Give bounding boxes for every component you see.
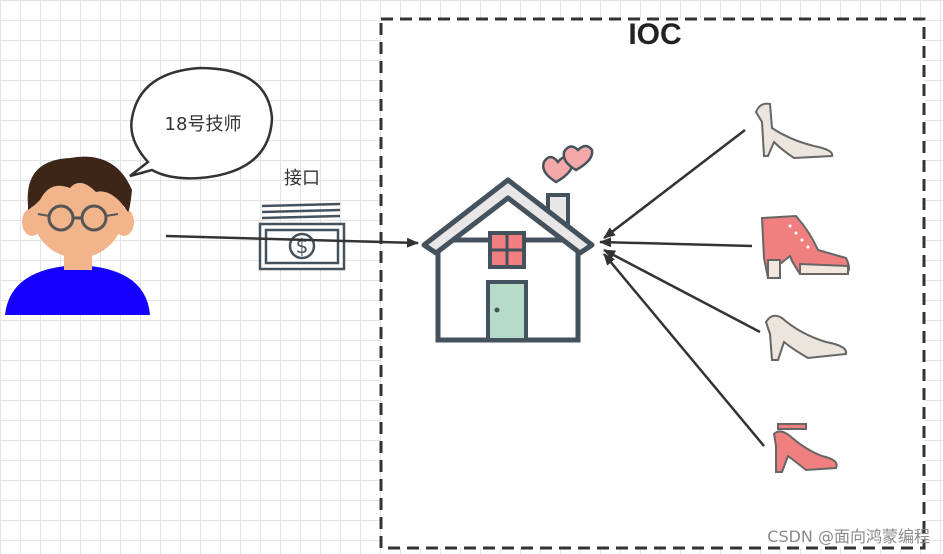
high-heel-icon	[760, 214, 850, 280]
money-icon: $	[258, 202, 346, 271]
speech-bubble	[129, 66, 274, 180]
svg-text:$: $	[296, 234, 309, 258]
watermark: CSDN @面向鸿蒙编程	[767, 527, 930, 546]
ioc-title: IOC	[628, 18, 682, 51]
injection-arrows	[599, 129, 765, 447]
interface-label: 接口	[284, 168, 320, 189]
high-heel-icon	[754, 102, 834, 160]
request-arrow	[165, 234, 419, 248]
high-heel-icon	[764, 314, 848, 361]
high-heel-icon	[772, 423, 838, 473]
person-icon	[5, 156, 150, 315]
speech-bubble-text: 18号技师	[164, 114, 242, 135]
house-icon	[421, 144, 595, 343]
